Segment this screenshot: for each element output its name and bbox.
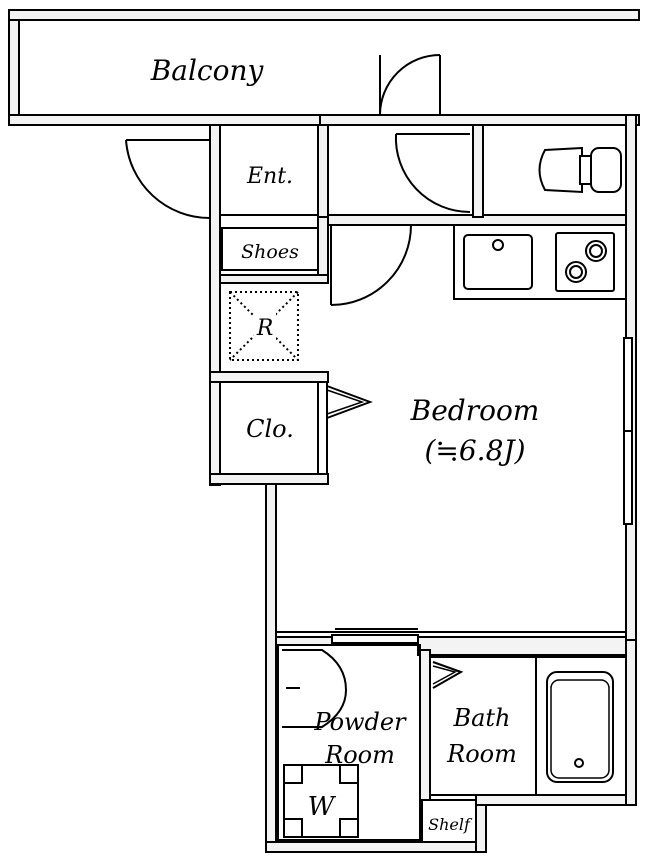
powder-room-label-line1: Powder	[313, 708, 407, 736]
bedroom-window	[623, 337, 633, 525]
toilet-icon	[538, 146, 622, 194]
washing-machine-pan: W	[283, 764, 359, 838]
shelf-label: Shelf	[428, 815, 473, 834]
refrigerator-label: R	[256, 316, 274, 341]
wet-area-walls	[275, 636, 627, 801]
balcony-area: Balcony	[8, 9, 640, 126]
shoes-cabinet: Shoes	[221, 216, 329, 276]
entrance-area: Ent.	[219, 124, 329, 218]
bath-room-label-line1: Bath	[452, 704, 510, 732]
bedroom-size-label: (≒6.8J)	[424, 434, 525, 467]
refrigerator-space: R	[219, 274, 329, 361]
powder-room: Powder Room W	[277, 644, 421, 841]
kitchen-counter	[453, 224, 627, 300]
closet: Clo.	[209, 371, 329, 485]
entrance-door[interactable]	[125, 139, 211, 220]
closet-label: Clo.	[246, 415, 294, 443]
shelf: Shelf	[421, 799, 477, 843]
balcony-door[interactable]	[379, 54, 441, 125]
shoes-label: Shoes	[241, 241, 299, 263]
washer-label: W	[308, 792, 337, 822]
bedroom-label: Bedroom	[410, 394, 540, 427]
bath-room-label-line2: Room	[446, 740, 517, 768]
bath-room: Bath Room	[429, 656, 627, 796]
bedroom: Bedroom (≒6.8J)	[276, 394, 626, 633]
balcony-label: Balcony	[150, 54, 265, 87]
bath-door[interactable]	[432, 661, 464, 689]
kitchen-sink	[463, 234, 533, 290]
toilet-room	[482, 124, 627, 216]
bedroom-door[interactable]	[330, 224, 412, 306]
closet-door[interactable]	[326, 385, 373, 419]
vanity-sink-icon	[282, 649, 348, 728]
entrance-label: Ent.	[246, 164, 293, 189]
bathtub-icon	[546, 671, 614, 783]
stove-icon	[555, 232, 615, 292]
toilet-door[interactable]	[394, 133, 471, 214]
